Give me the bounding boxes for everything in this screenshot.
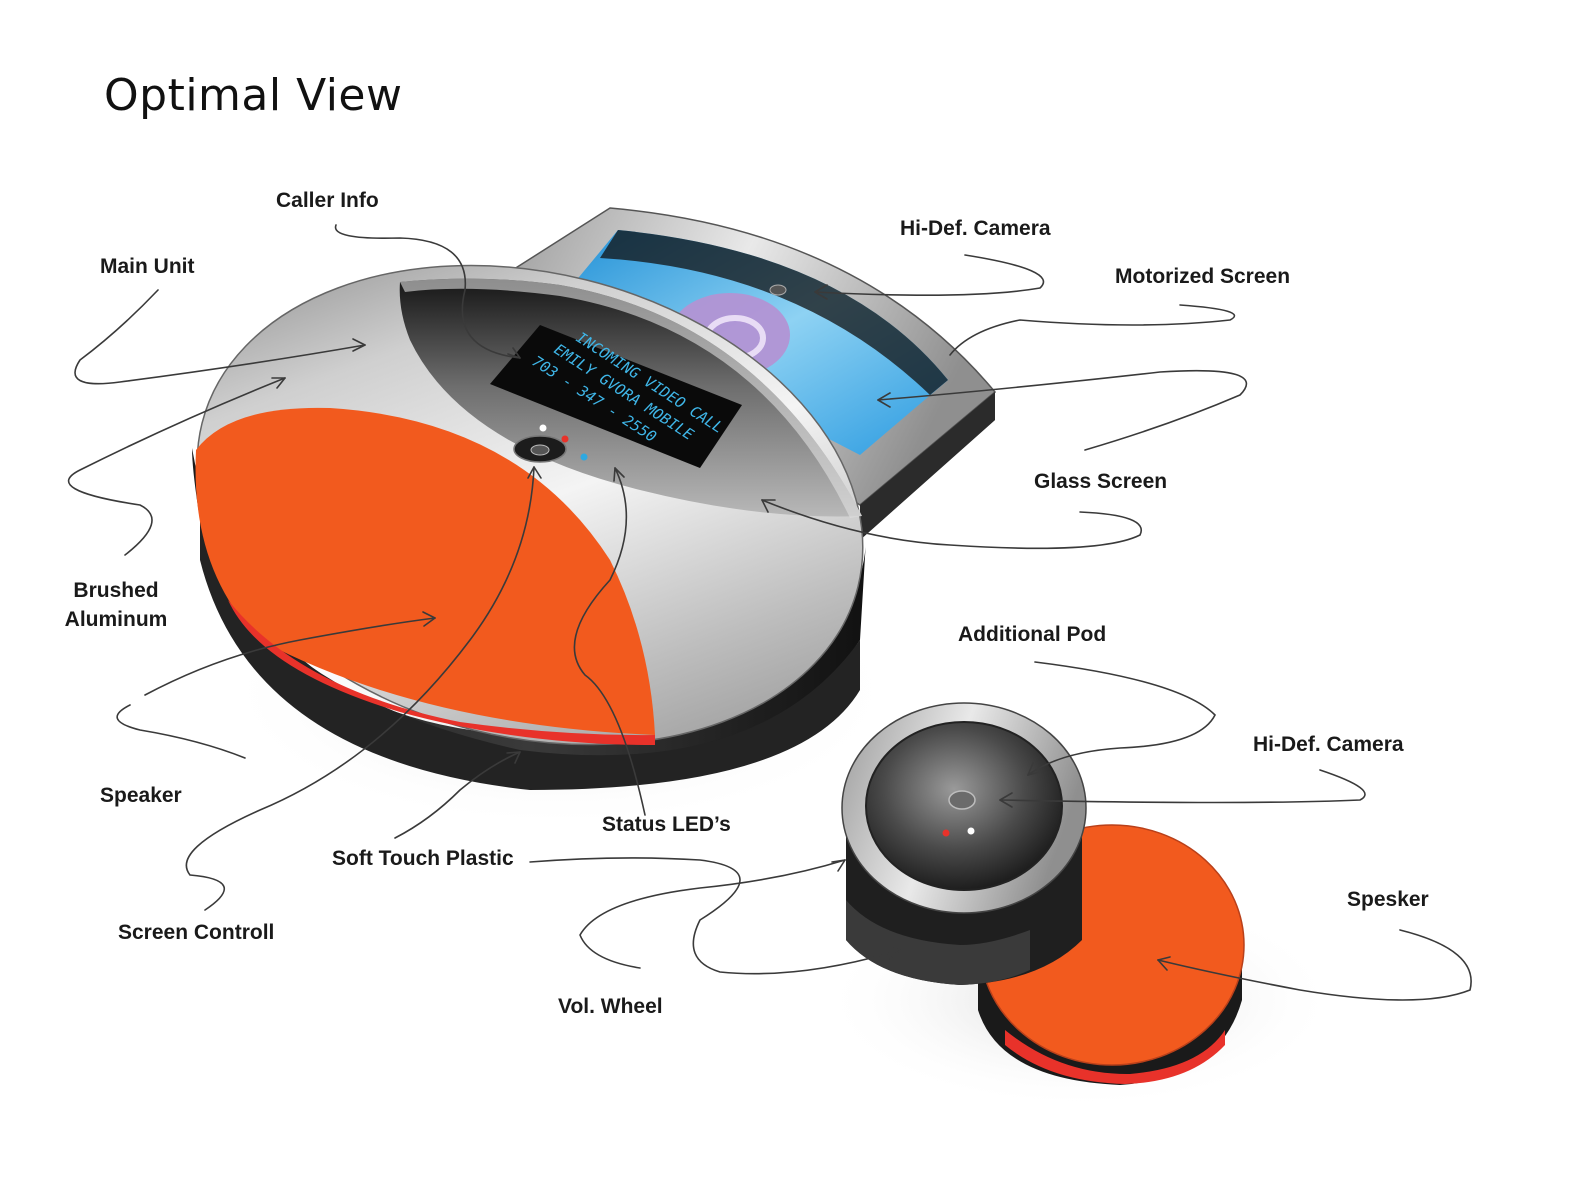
label-vol-wheel: Vol. Wheel xyxy=(558,995,663,1018)
label-speaker: Speaker xyxy=(100,784,182,807)
label-brushed: Brushed xyxy=(73,579,159,602)
label-spesker: Spesker xyxy=(1347,888,1429,911)
status-led-red xyxy=(561,435,569,443)
label-hi-def-camera-screen: Hi-Def. Camera xyxy=(900,217,1051,240)
label-main-unit: Main Unit xyxy=(100,255,195,278)
label-additional-pod: Additional Pod xyxy=(958,623,1107,646)
label-aluminum: Aluminum xyxy=(64,608,168,631)
label-soft-touch-plastic: Soft Touch Plastic xyxy=(332,847,514,870)
pod-camera-icon xyxy=(948,790,976,810)
screen-camera-icon xyxy=(769,284,787,296)
pod-led-red xyxy=(942,829,950,837)
label-hi-def-camera-pod: Hi-Def. Camera xyxy=(1253,733,1404,756)
label-brushed-aluminum: Brushed Aluminum xyxy=(64,576,168,634)
label-glass-screen: Glass Screen xyxy=(1034,470,1168,493)
pod-led-white xyxy=(967,827,975,835)
label-status-leds: Status LED’s xyxy=(602,813,731,836)
caller-info-display xyxy=(490,325,742,468)
label-screen-controll: Screen Controll xyxy=(118,921,275,944)
page-title: Optimal View xyxy=(104,70,403,121)
status-led-blue xyxy=(580,453,588,461)
label-motorized-screen: Motorized Screen xyxy=(1115,265,1291,288)
status-led-white xyxy=(539,424,547,432)
label-caller-info: Caller Info xyxy=(276,189,379,212)
callout-lines xyxy=(67,224,1472,1001)
additional-pod xyxy=(841,702,1245,1085)
